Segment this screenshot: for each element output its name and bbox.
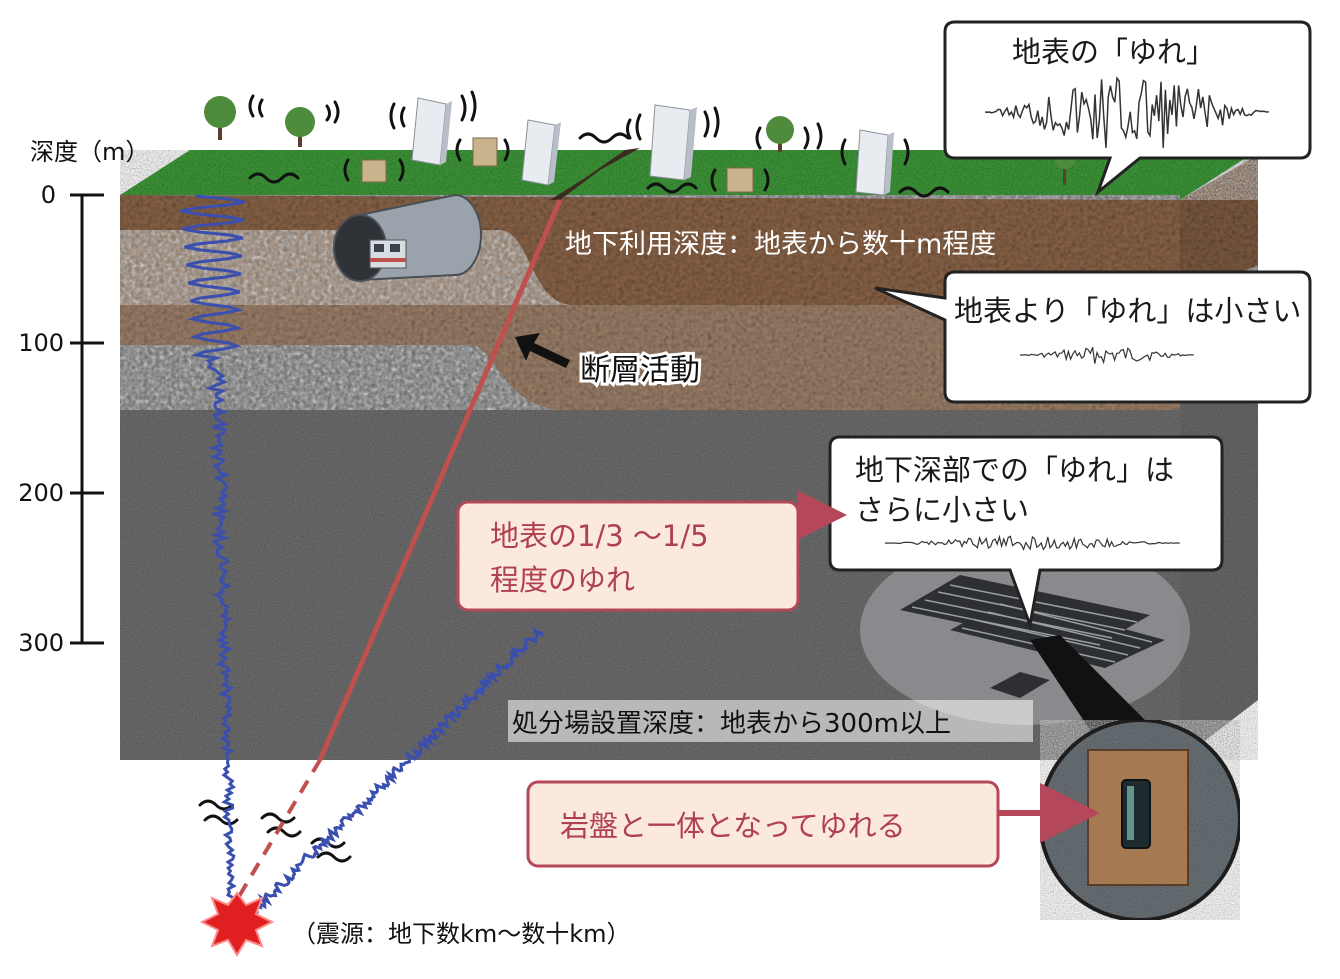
arrow-icon	[515, 333, 570, 368]
waveform-medium	[1019, 346, 1194, 365]
callout-shallow-title: 地表より「ゆれ」は小さい	[954, 294, 1301, 328]
depth-axis: 深度（m） 0 100 200 300	[18, 138, 149, 657]
train-tunnel-icon	[333, 193, 482, 282]
waveform-large	[984, 76, 1269, 148]
note-bedrock: 岩盤と一体となってゆれる	[526, 780, 1100, 868]
building-icon	[521, 119, 561, 186]
block-side-soil	[1180, 155, 1258, 300]
surface-crack	[550, 148, 640, 200]
tree-icon	[285, 107, 315, 147]
building-icon	[411, 97, 452, 166]
fault-line	[223, 199, 563, 922]
building-icon	[472, 137, 498, 167]
building-icon	[649, 104, 697, 181]
note-bedrock-text: 岩盤と一体となってゆれる	[560, 809, 906, 843]
callout-deep-line2: さらに小さい	[855, 493, 1029, 527]
hypocenter-burst-icon	[199, 891, 275, 957]
repository-depth-label: 処分場設置深度：地表から300m以上	[512, 709, 951, 739]
repository-label-bg	[508, 700, 1033, 742]
depth-axis-title: 深度（m）	[30, 138, 149, 166]
depth-tick: 300	[18, 629, 64, 657]
hypocenter-label: （震源：地下数km～数十km）	[292, 920, 631, 948]
callout-deep: 地下深部での「ゆれ」は さらに小さい	[828, 435, 1224, 631]
tree-icon	[204, 96, 236, 140]
note-ratio-line1: 地表の1/3 ～1/5	[490, 519, 709, 553]
note-ratio-line2: 程度のゆれ	[490, 563, 635, 597]
zoom-connector	[1030, 635, 1165, 745]
waste-canister-icon	[1121, 779, 1151, 849]
callout-shallow: 地表より「ゆれ」は小さい	[874, 270, 1312, 404]
depth-tick: 100	[18, 329, 64, 357]
callout-surface: 地表の「ゆれ」	[943, 20, 1312, 197]
fault-activity-label: 断層活動	[580, 353, 700, 388]
callout-surface-title: 地表の「ゆれ」	[1012, 35, 1215, 69]
building-icon	[361, 159, 387, 183]
canister-zoom	[1038, 718, 1242, 922]
note-ratio: 地表の1/3 ～1/5 程度のゆれ	[456, 490, 847, 612]
depth-tick: 200	[18, 479, 64, 507]
shaking-marks	[198, 90, 950, 863]
depth-tick: 0	[41, 181, 56, 209]
building-icon	[726, 167, 754, 193]
tree-icon	[766, 116, 794, 152]
building-icon	[855, 129, 894, 196]
underground-use-label: 地下利用深度：地表から数十m程度	[565, 229, 996, 260]
waveform-small	[884, 534, 1180, 551]
callout-deep-line1: 地下深部での「ゆれ」は	[855, 453, 1174, 487]
seismic-wave-oblique	[236, 626, 544, 928]
seismic-wave-vertical	[180, 194, 246, 927]
